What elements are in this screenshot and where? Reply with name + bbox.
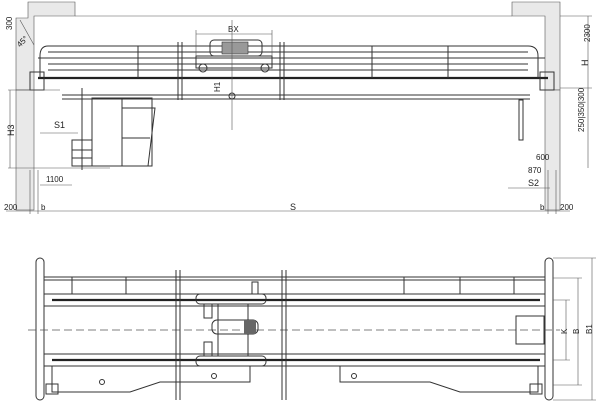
label-h3: H3 [6, 124, 16, 136]
label-1100: 1100 [46, 175, 64, 184]
right-end-carriage [539, 71, 555, 91]
label-s2: S2 [528, 178, 539, 188]
label-rail-steps: 250|350|300 [577, 87, 586, 132]
operator-cab [71, 88, 156, 170]
label-span-s: S [290, 202, 296, 212]
label-b1: B1 [585, 324, 594, 334]
hook [228, 92, 236, 100]
cab-plan [515, 315, 545, 345]
label-h: H [580, 60, 590, 67]
label-870: 870 [528, 166, 542, 175]
label-b: B [572, 329, 581, 334]
right-drive-motor [529, 383, 543, 395]
label-600: 600 [536, 153, 550, 162]
bridge-girder [38, 42, 548, 100]
label-200-left: 200 [4, 203, 18, 212]
label-s1: S1 [54, 120, 65, 130]
label-300: 300 [5, 16, 14, 30]
label-h1: H1 [213, 81, 222, 92]
label-b-left: b [41, 203, 46, 212]
left-column [15, 89, 35, 211]
right-end-carriage-plan [544, 257, 554, 401]
plan-view: K B B1 [28, 257, 596, 401]
label-200-right: 200 [560, 203, 574, 212]
elevation-view: BX H1 H3 S1 1100 300 45° [4, 1, 592, 214]
left-drive-motor [45, 383, 59, 395]
label-bx: BX [228, 25, 239, 34]
label-k: K [560, 328, 569, 334]
trolley-plan [195, 281, 267, 367]
left-end-carriage-plan [35, 257, 45, 401]
trolley: BX [195, 25, 273, 73]
label-b-right: b [540, 203, 545, 212]
label-2300: 2300 [583, 24, 592, 42]
right-column [544, 89, 561, 211]
